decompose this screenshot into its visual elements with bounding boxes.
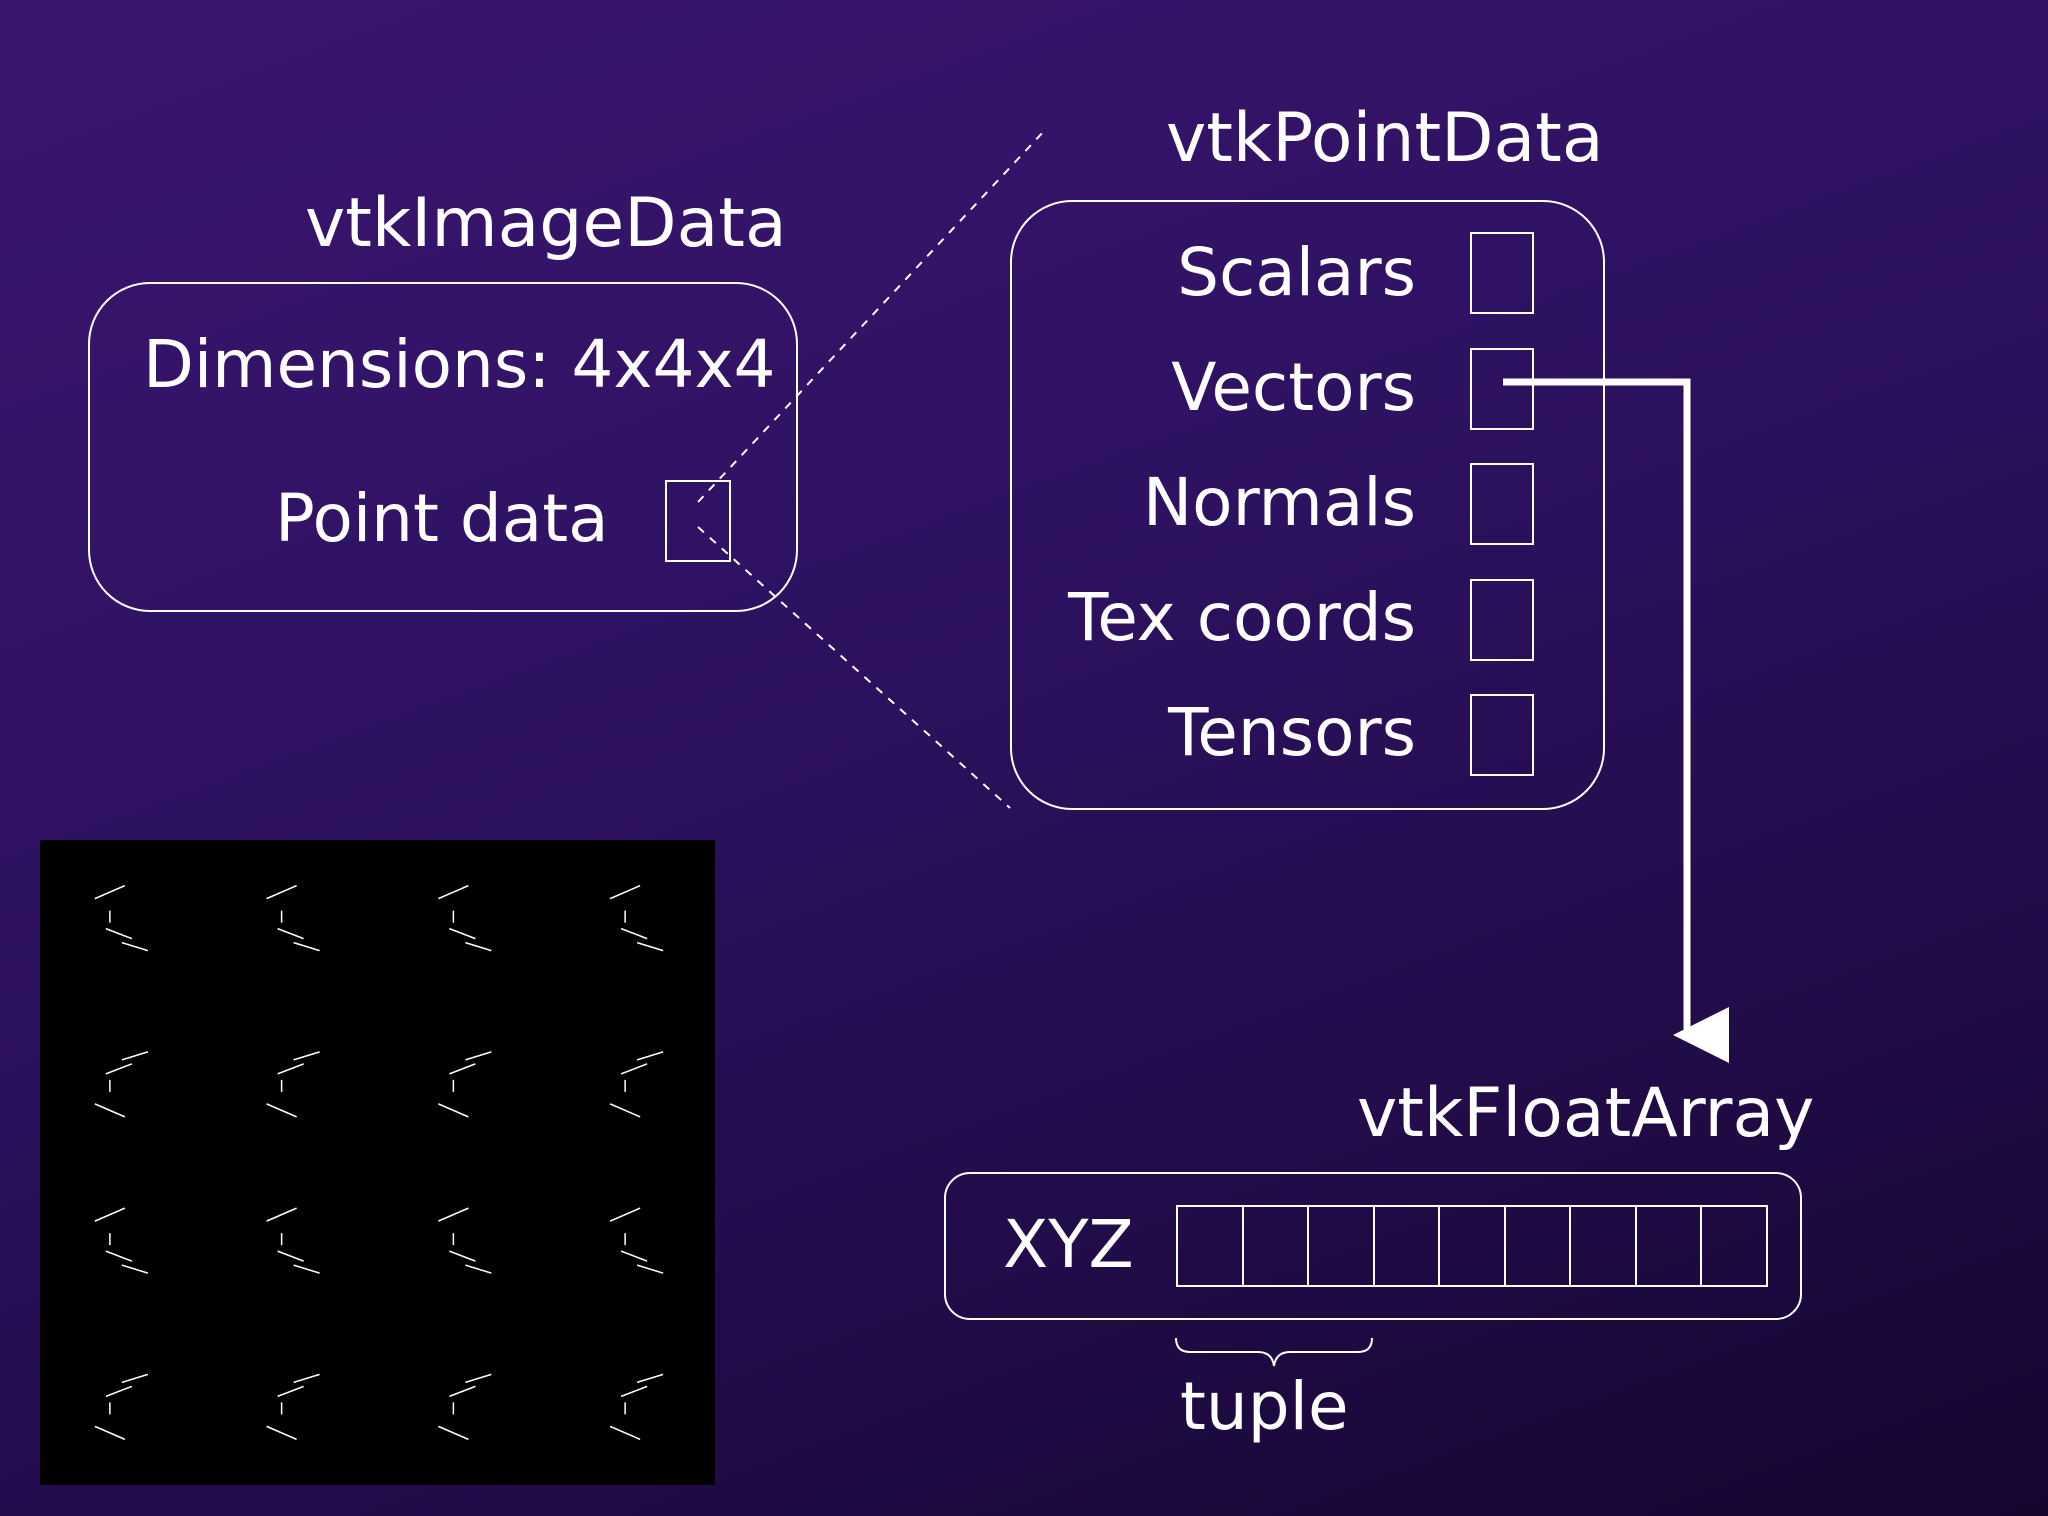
float-array-components-label: XYZ xyxy=(1003,1206,1134,1283)
attribute-vectors-label: Vectors xyxy=(1171,349,1416,426)
vector-segment xyxy=(293,941,320,952)
attribute-vectors-slot xyxy=(1470,348,1534,430)
attribute-texcoords-label: Tex coords xyxy=(1068,579,1416,656)
attribute-tensors-label: Tensors xyxy=(1168,694,1416,771)
tuple-brace xyxy=(1175,1337,1373,1367)
point-data-box xyxy=(1010,200,1605,810)
vector-glyph xyxy=(94,884,149,952)
vector-segment xyxy=(609,1103,641,1118)
vector-segment xyxy=(465,941,492,952)
vector-segment xyxy=(94,1207,126,1222)
vector-segment xyxy=(293,1051,320,1061)
vector-segment xyxy=(266,1207,297,1222)
attribute-texcoords-slot xyxy=(1470,579,1534,661)
float-array-cell xyxy=(1700,1205,1768,1287)
vector-segment xyxy=(105,927,133,940)
vector-segment xyxy=(94,1425,126,1441)
vector-segment xyxy=(105,1385,133,1398)
vectors-to-float-array-arrow xyxy=(1503,378,1729,1063)
vector-glyph xyxy=(266,1207,320,1274)
vector-glyph xyxy=(609,1207,664,1274)
vector-segment xyxy=(636,1373,664,1384)
attribute-scalars-label: Scalars xyxy=(1177,234,1416,311)
vector-segment xyxy=(266,1425,297,1441)
vector-segment xyxy=(438,884,469,900)
vector-segment xyxy=(438,1207,469,1222)
vector-segment xyxy=(105,1063,133,1075)
vector-segment xyxy=(438,1425,469,1441)
vector-segment xyxy=(277,927,304,940)
vector-segment xyxy=(449,1063,476,1075)
vector-segment xyxy=(94,884,126,900)
vector-segment xyxy=(293,1264,320,1274)
vector-segment xyxy=(121,941,149,952)
attribute-tensors-slot xyxy=(1470,694,1534,776)
vector-segment xyxy=(438,1103,469,1118)
zoom-dashed-line-bottom xyxy=(697,526,1011,809)
vector-segment xyxy=(449,927,476,940)
vector-glyph xyxy=(609,1373,664,1441)
vector-glyph xyxy=(266,1373,320,1441)
vector-segment xyxy=(609,1207,641,1222)
vector-segment xyxy=(609,884,641,900)
vector-segment xyxy=(620,1250,648,1262)
point-data-title: vtkPointData xyxy=(1166,99,1604,178)
zoom-dashed-line-top xyxy=(697,129,1046,503)
vector-segment xyxy=(121,1264,149,1274)
vector-glyph xyxy=(266,884,320,952)
vector-segment xyxy=(121,1051,149,1061)
dimensions-label: Dimensions: 4x4x4 xyxy=(143,326,776,403)
vector-glyph xyxy=(94,1207,149,1274)
vector-segment xyxy=(620,1385,648,1398)
vector-glyph xyxy=(609,1051,664,1118)
vector-segment xyxy=(94,1103,126,1118)
vector-segment xyxy=(277,1063,304,1075)
vector-segment xyxy=(620,927,648,940)
vector-segment xyxy=(449,1385,476,1398)
vector-glyph xyxy=(266,1051,320,1118)
float-array-box xyxy=(944,1172,1802,1320)
vector-segment xyxy=(277,1385,304,1398)
attribute-normals-slot xyxy=(1470,463,1534,545)
vector-segment xyxy=(293,1373,320,1384)
attribute-normals-label: Normals xyxy=(1142,464,1416,541)
vector-segment xyxy=(449,1250,476,1262)
vector-glyph xyxy=(438,884,492,952)
vector-segment xyxy=(121,1373,149,1384)
vector-field-rendering xyxy=(40,840,715,1485)
image-data-title: vtkImageData xyxy=(305,184,787,263)
vector-glyph xyxy=(609,884,664,952)
vector-segment xyxy=(620,1063,648,1075)
tuple-label: tuple xyxy=(1180,1368,1349,1445)
vector-glyph xyxy=(94,1051,149,1118)
vector-glyph xyxy=(438,1373,492,1441)
vector-segment xyxy=(465,1051,492,1061)
vector-segment xyxy=(465,1264,492,1274)
point-data-label: Point data xyxy=(275,480,609,557)
vector-segment xyxy=(636,1264,664,1274)
vector-segment xyxy=(266,1103,297,1118)
attribute-scalars-slot xyxy=(1470,232,1534,314)
vector-glyph xyxy=(94,1373,149,1441)
vector-segment xyxy=(266,884,297,900)
vector-segment xyxy=(105,1250,133,1262)
vector-segment xyxy=(636,1051,664,1061)
vector-segment xyxy=(609,1425,641,1441)
point-data-slot xyxy=(665,480,731,562)
vector-segment xyxy=(636,941,664,952)
vector-glyph xyxy=(438,1051,492,1118)
float-array-title: vtkFloatArray xyxy=(1357,1074,1815,1153)
vector-glyph xyxy=(438,1207,492,1274)
image-data-box xyxy=(88,282,798,612)
vector-segment xyxy=(277,1250,304,1262)
vector-segment xyxy=(465,1373,492,1384)
